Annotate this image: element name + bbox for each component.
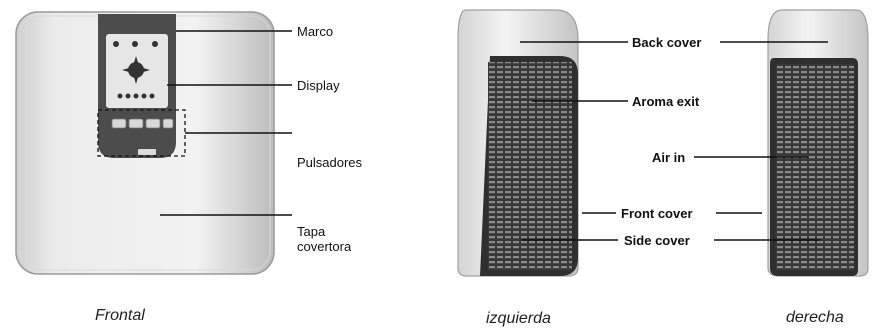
label-marco: Marco (297, 24, 334, 39)
label-aroma-exit: Aroma exit (632, 94, 700, 109)
label-tapa: Tapa (297, 224, 326, 239)
side-leader-lines (520, 41, 828, 241)
left-side-unit (457, 9, 579, 277)
label-back-cover: Back cover (632, 35, 702, 50)
right-side-unit (767, 9, 869, 277)
front-unit (15, 11, 275, 275)
label-covertora: covertora (297, 239, 352, 254)
pulsadores-buttons (111, 118, 174, 129)
label-front-cover: Front cover (621, 206, 693, 221)
label-air-in: Air in (652, 150, 686, 165)
front-leader-lines (160, 30, 292, 216)
caption-frontal: Frontal (95, 307, 145, 324)
label-side-cover: Side cover (624, 233, 690, 248)
label-pulsadores: Pulsadores (297, 155, 363, 170)
caption-izquierda: izquierda (486, 310, 551, 327)
pulsadores-highlight (97, 109, 186, 157)
label-display: Display (297, 78, 340, 93)
display-glyphs (113, 41, 158, 99)
caption-derecha: derecha (786, 309, 844, 326)
